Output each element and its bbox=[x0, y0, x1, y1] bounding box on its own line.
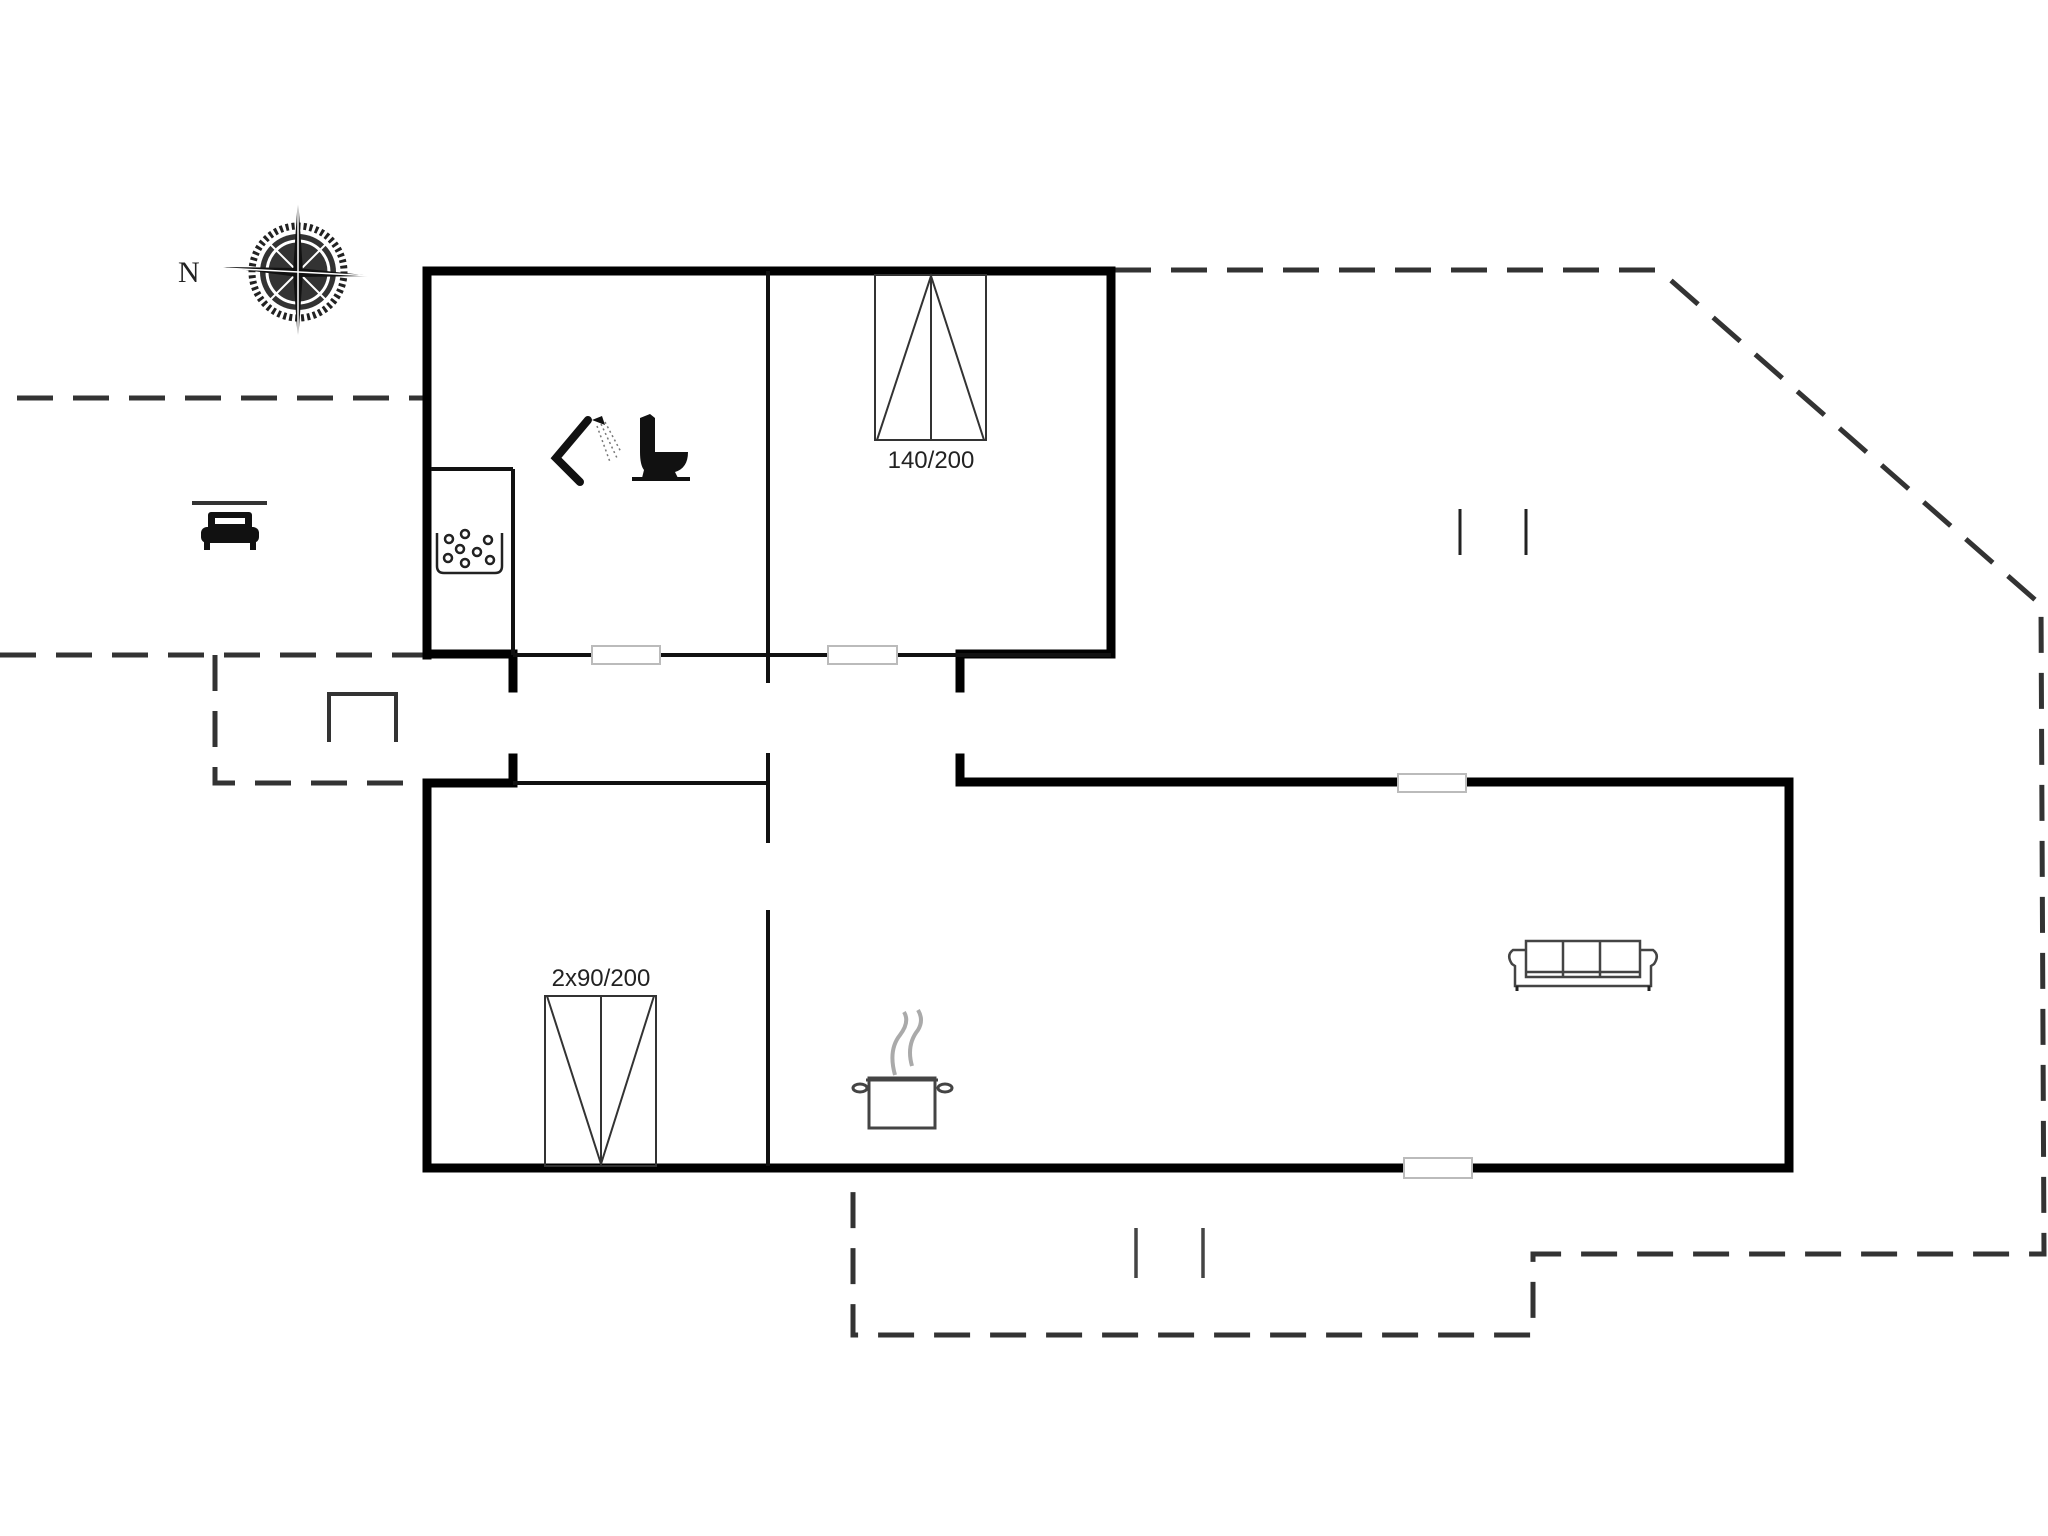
north-label: N bbox=[178, 256, 200, 289]
window bbox=[591, 645, 661, 665]
twin-beds-icon bbox=[544, 995, 657, 1168]
sauna-icon bbox=[435, 528, 504, 575]
interior-walls bbox=[431, 271, 1111, 1166]
exterior-walls bbox=[422, 266, 1794, 1173]
windows bbox=[591, 645, 1473, 1179]
terrace-outline bbox=[850, 267, 2047, 1338]
car-icon bbox=[192, 501, 267, 550]
window bbox=[1397, 773, 1467, 793]
sofa-icon bbox=[1508, 939, 1658, 991]
double-bed-icon bbox=[874, 272, 987, 441]
window bbox=[827, 645, 898, 665]
toilet-icon bbox=[632, 414, 690, 481]
bench-icon bbox=[327, 692, 398, 742]
carport-outline bbox=[0, 395, 423, 786]
compass-rose-icon bbox=[222, 197, 374, 342]
terrace-step-marks bbox=[1134, 509, 1528, 1278]
bed-size-label: 140/200 bbox=[888, 447, 975, 474]
window bbox=[1403, 1157, 1473, 1179]
bed-size-label: 2x90/200 bbox=[552, 965, 651, 992]
shower-icon bbox=[550, 416, 622, 486]
cooking-pot-icon bbox=[851, 1008, 954, 1130]
